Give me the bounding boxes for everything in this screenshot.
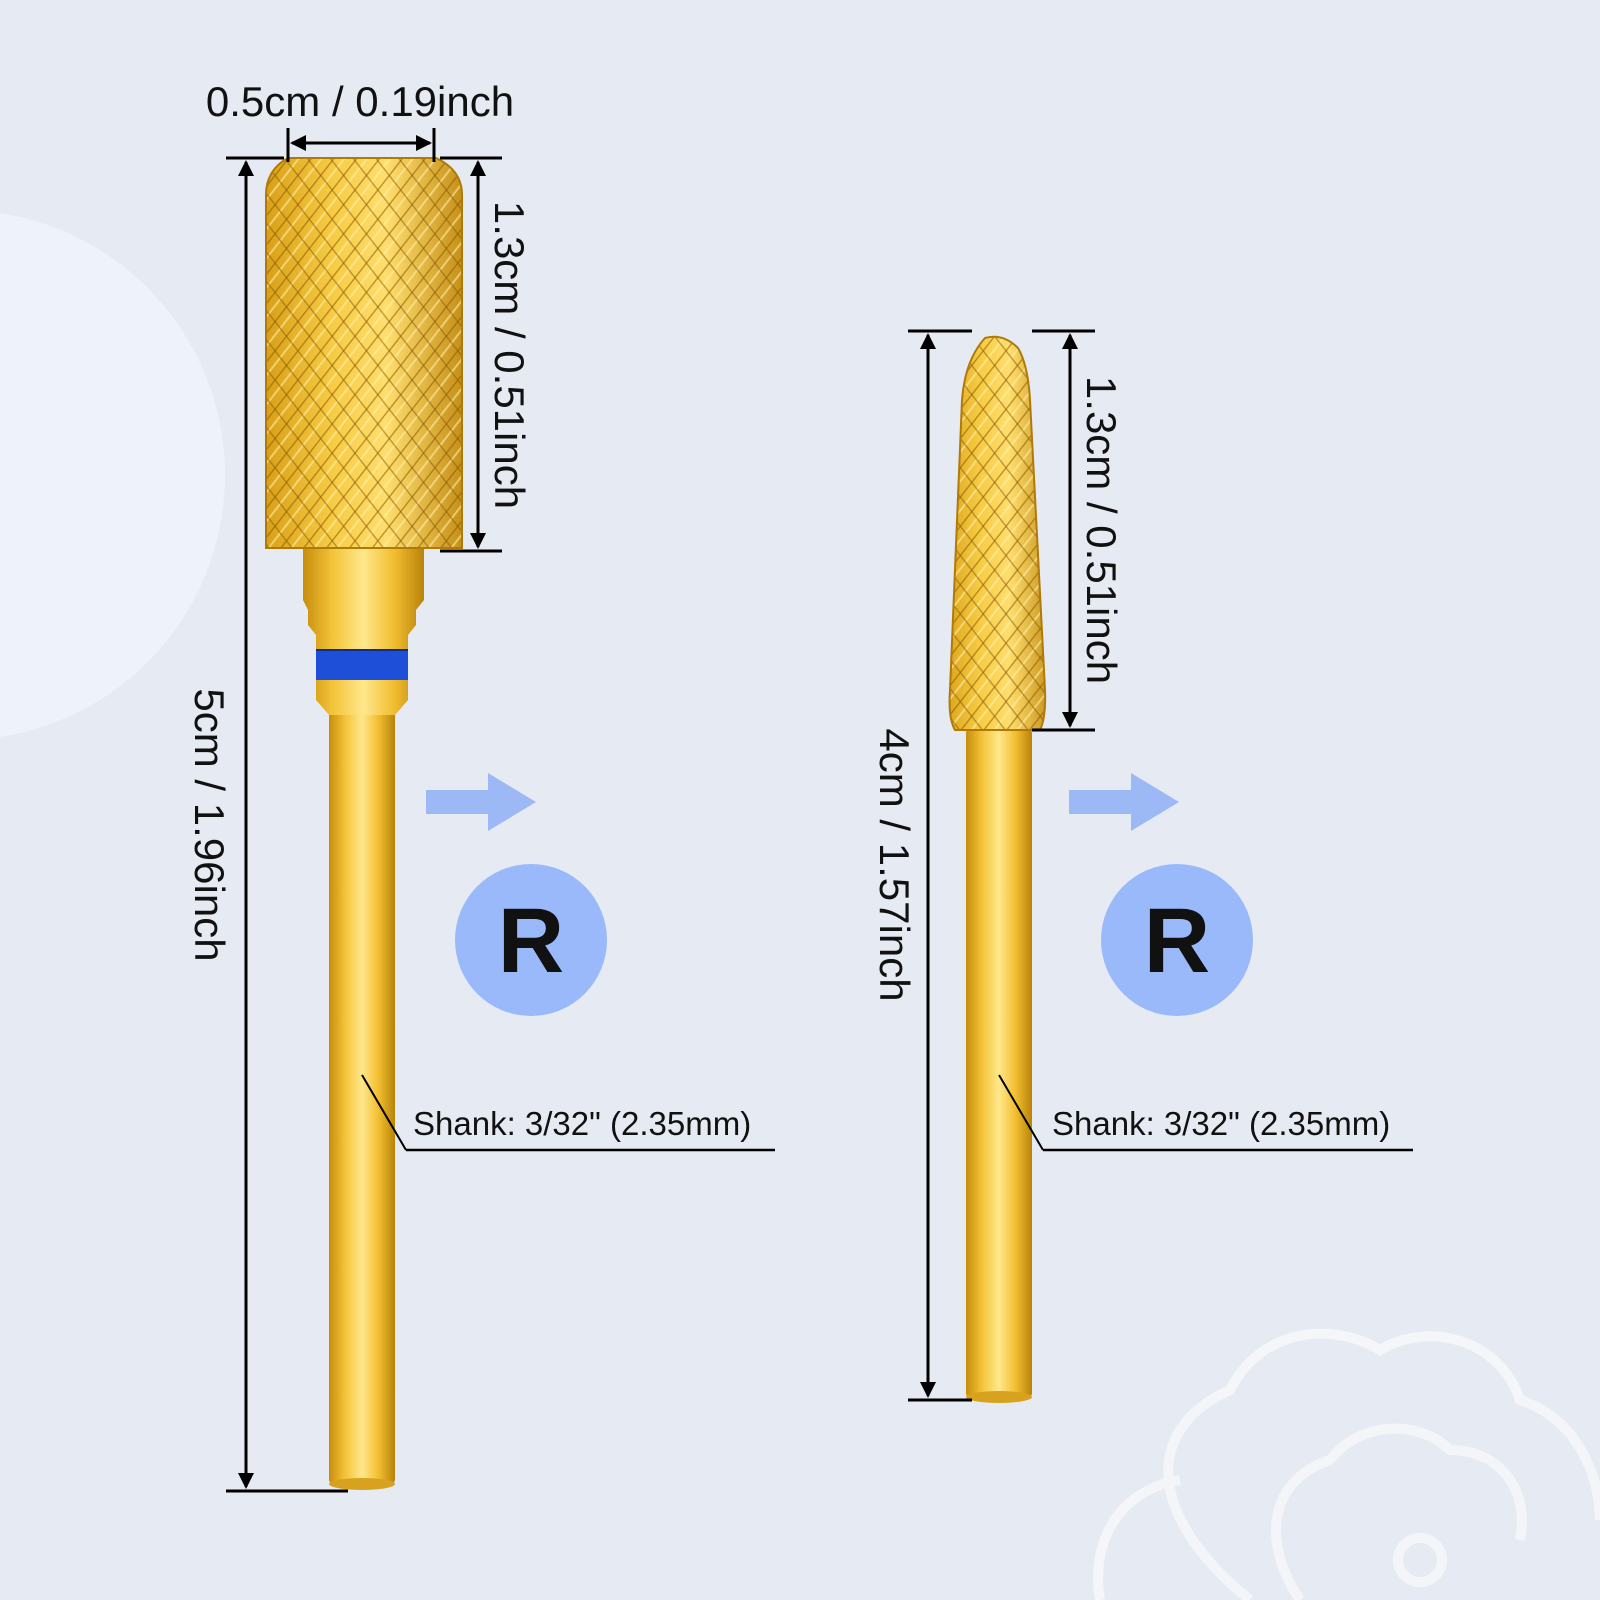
left-width-dimension: [286, 128, 436, 162]
background-circle: [0, 213, 225, 737]
left-bit-neck: [303, 548, 424, 715]
right-bit-image: [948, 335, 1047, 1403]
left-shank-label: Shank: 3/32" (2.35mm): [413, 1105, 751, 1142]
left-head-length-label: 1.3cm / 0.51inch: [486, 201, 533, 509]
right-bit-head: [948, 335, 1047, 731]
right-head-length-dimension: [1032, 329, 1095, 732]
right-total-length-dimension: [908, 329, 972, 1402]
left-shank-callout-line: [361, 1074, 775, 1152]
left-total-length-dimension: [226, 156, 348, 1493]
left-bit-image: [265, 157, 463, 1490]
right-rotation-badge: R: [1101, 864, 1253, 1016]
right-shank-callout-line: [998, 1074, 1413, 1152]
right-shank-label: Shank: 3/32" (2.35mm): [1052, 1105, 1390, 1142]
left-rotation-direction: R: [498, 890, 564, 992]
left-arrow-right-icon: [426, 773, 536, 831]
right-total-length-label: 4cm / 1.57inch: [871, 728, 918, 1001]
left-head-length-dimension: [440, 156, 502, 553]
right-bit-shank: [966, 728, 1032, 1398]
left-bit-head: [265, 157, 463, 549]
left-bit-blue-band: [316, 650, 408, 680]
left-total-length-label: 5cm / 1.96inch: [186, 688, 233, 961]
right-head-length-label: 1.3cm / 0.51inch: [1078, 376, 1125, 684]
left-head-width-label: 0.5cm / 0.19inch: [206, 78, 514, 125]
right-arrow-right-icon: [1069, 773, 1179, 831]
left-bit-shank: [329, 705, 395, 1485]
flower-watermark: [1093, 1328, 1600, 1600]
right-rotation-direction: R: [1144, 890, 1210, 992]
left-rotation-badge: R: [455, 864, 607, 1016]
